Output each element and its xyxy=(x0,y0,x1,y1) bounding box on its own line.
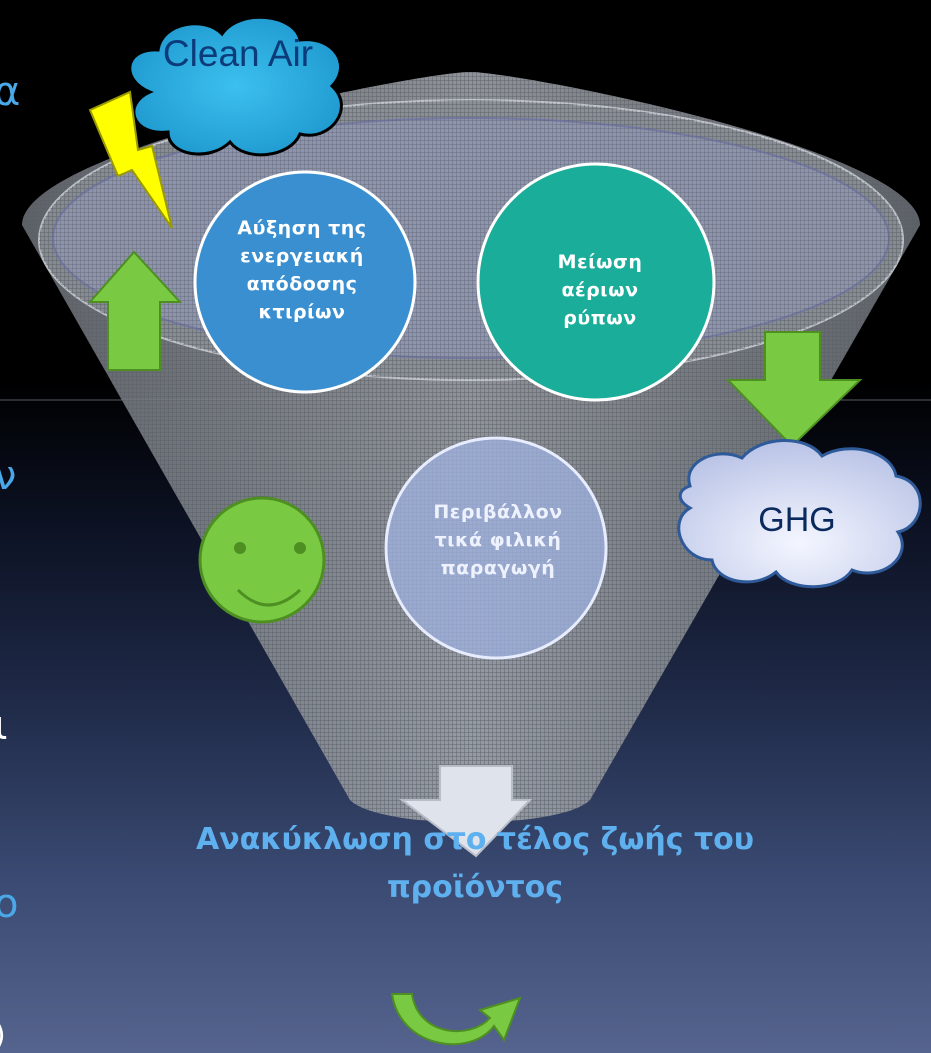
clean-air-label: Clean Air xyxy=(162,33,314,74)
edge-text-3: ι xyxy=(0,703,8,749)
efficiency-label: Αύξηση της ενεργειακή απόδοσης κτιρίων xyxy=(237,217,367,323)
lightning-icon xyxy=(88,90,173,229)
curved-recycle-arrow-icon xyxy=(390,993,522,1046)
efficiency-circle xyxy=(193,170,417,394)
pollutants-circle xyxy=(476,162,716,402)
recycling-caption: Ανακύκλωση στο τέλος ζωής του προϊόντος xyxy=(195,822,754,905)
pollutants-label: Μείωση αέριων ρύπων xyxy=(557,251,643,329)
smiley-icon xyxy=(198,496,326,624)
down-block-arrow-icon xyxy=(399,765,533,858)
ghg-cloud xyxy=(677,439,922,589)
ghg-label: GHG xyxy=(758,501,836,539)
environment-circle xyxy=(384,436,608,660)
up-arrow-icon xyxy=(87,250,183,371)
environment-label: Περιβάλλον τικά φιλική παραγωγή xyxy=(433,501,563,579)
down-arrow-icon xyxy=(725,331,863,448)
edge-text-5: ) xyxy=(0,1016,6,1053)
edge-text-1: α xyxy=(0,69,21,115)
edge-text-2: ν xyxy=(0,453,17,499)
clean-air-cloud xyxy=(128,15,343,157)
edge-text-4: ο xyxy=(0,881,19,927)
